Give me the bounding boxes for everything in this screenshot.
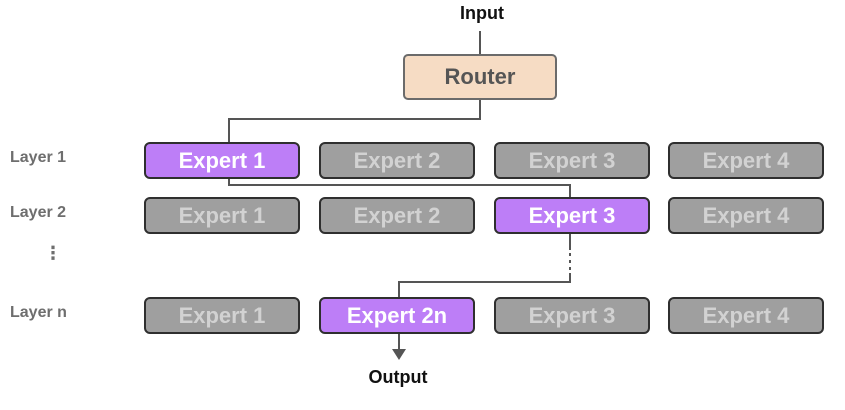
layer-n-expert-1-box: Expert 1: [144, 297, 300, 334]
layer-1-expert-3-box: Expert 3: [494, 142, 650, 179]
wire-router-to-layer1: [228, 100, 481, 142]
layer-2-label: Layer 2: [10, 204, 67, 221]
layer-1-label: Layer 1: [10, 149, 67, 166]
layer-1-expert-4-box: Expert 4: [668, 142, 824, 179]
expert-label: Expert 4: [702, 147, 790, 173]
expert-label: Expert 1: [178, 302, 266, 328]
layer-ellipsis: ⋮: [44, 243, 62, 263]
layer-1-expert-1-box: Expert 1: [144, 142, 300, 179]
expert-label: Expert 2n: [346, 302, 448, 328]
wire-layer1-to-layer2: [228, 179, 571, 197]
expert-label: Expert 2: [353, 202, 441, 228]
layer-2-expert-1-box: Expert 1: [144, 197, 300, 234]
router-label: Router: [444, 64, 516, 89]
layer-n-expert-3-box: Expert 3: [494, 297, 650, 334]
output-label: Output: [368, 367, 428, 387]
layer-n-expert-2n-box: Expert 2n: [319, 297, 475, 334]
layer-2-expert-4-box: Expert 4: [668, 197, 824, 234]
expert-label: Expert 2: [353, 147, 441, 173]
expert-label: Expert 3: [528, 202, 616, 228]
layer-2-expert-3-box: Expert 3: [494, 197, 650, 234]
layer-n-label: Layer n: [10, 304, 67, 321]
input-label: Input: [460, 3, 504, 23]
expert-label: Expert 3: [528, 147, 616, 173]
layer-2-expert-2-box: Expert 2: [319, 197, 475, 234]
wire-ellipsis-to-layern: [398, 273, 571, 297]
layer-n-expert-4-box: Expert 4: [668, 297, 824, 334]
expert-label: Expert 4: [702, 302, 790, 328]
router-box: Router: [403, 54, 557, 100]
expert-label: Expert 1: [178, 202, 266, 228]
output-arrowhead: [392, 349, 406, 360]
layer-1-expert-2-box: Expert 2: [319, 142, 475, 179]
expert-label: Expert 1: [178, 147, 266, 173]
expert-label: Expert 3: [528, 302, 616, 328]
expert-label: Expert 4: [702, 202, 790, 228]
